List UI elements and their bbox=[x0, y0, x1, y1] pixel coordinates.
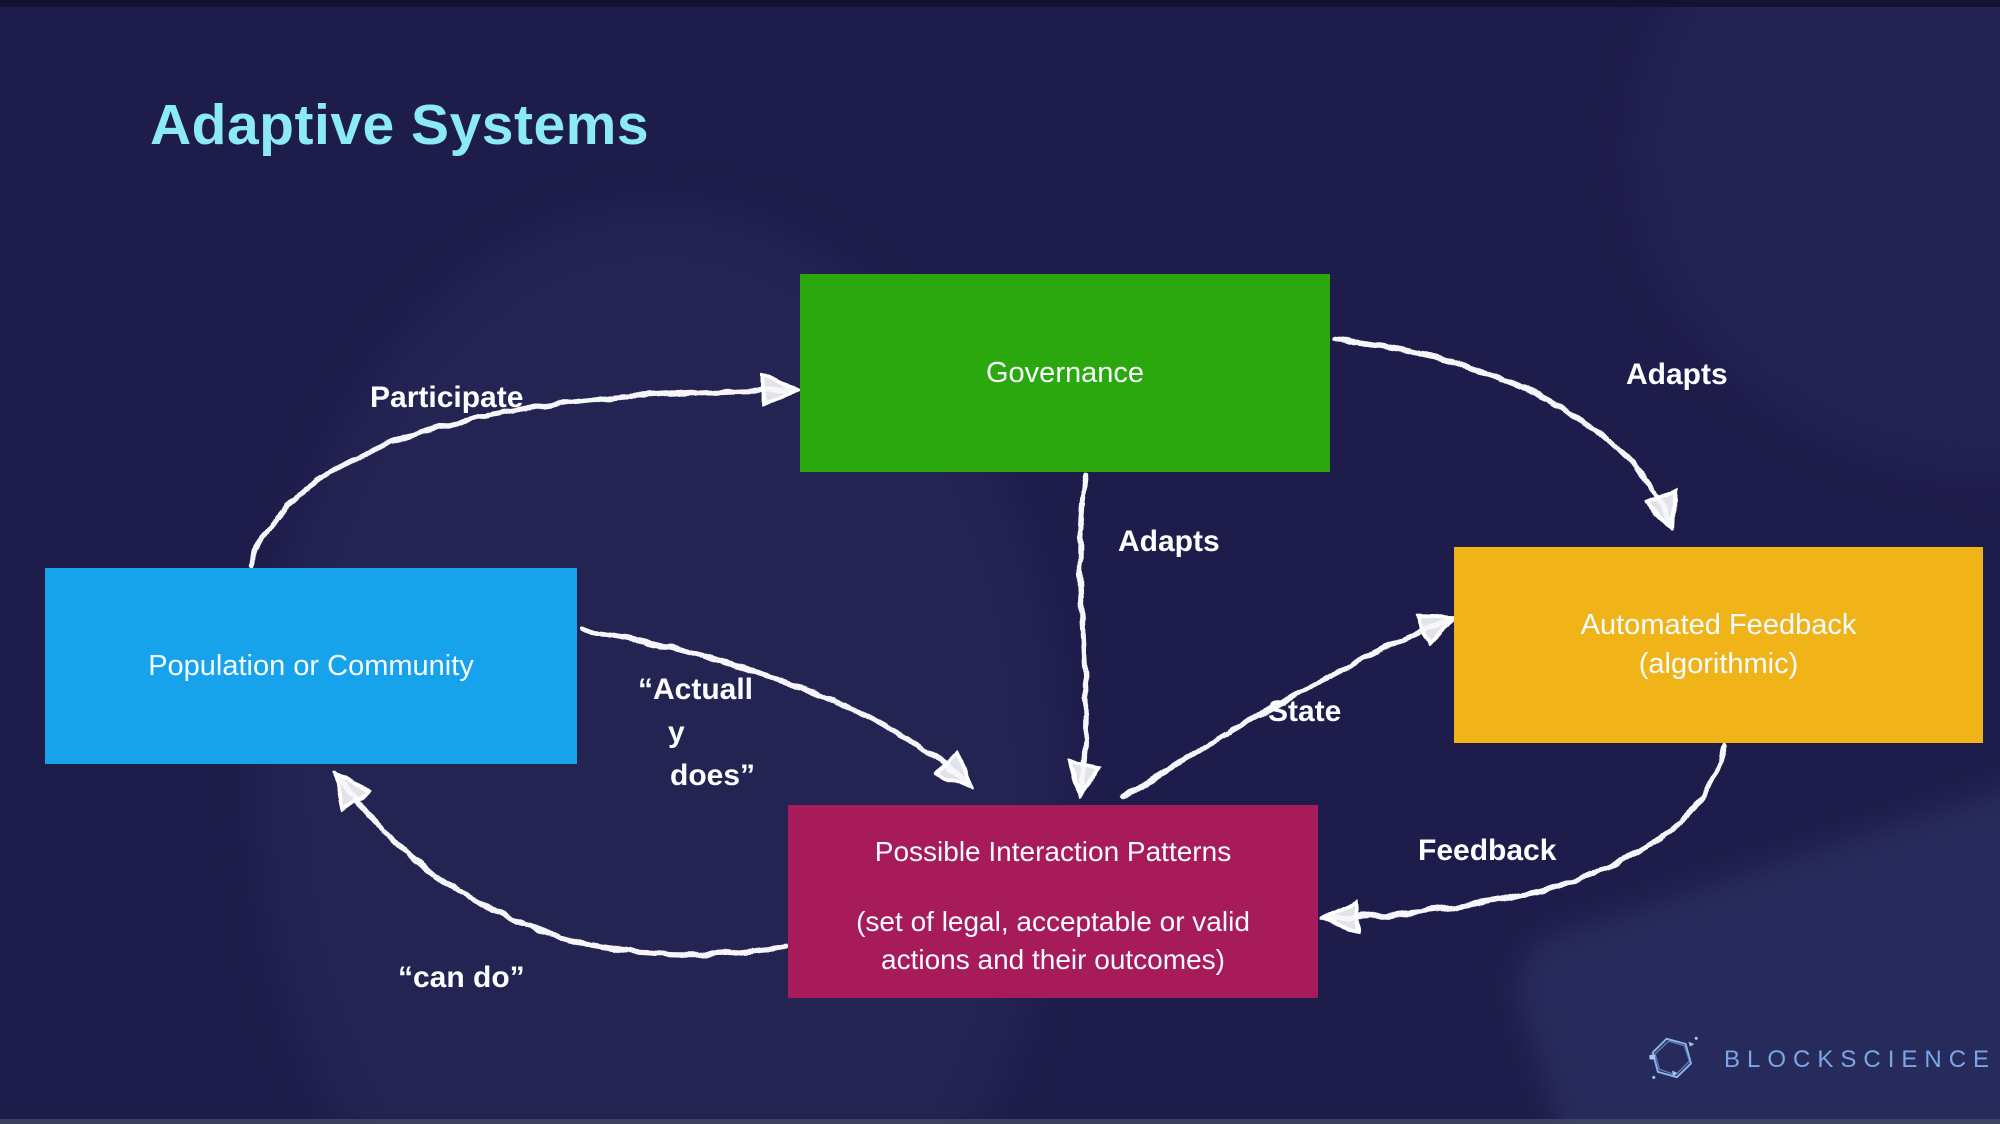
node-interaction-title: Possible Interaction Patterns bbox=[874, 836, 1232, 867]
arrow-participate bbox=[247, 390, 790, 569]
edge-label-state: State bbox=[1268, 695, 1342, 728]
arrow-actually-does bbox=[579, 627, 966, 782]
edge-label-participate: Participate bbox=[370, 381, 524, 414]
arrow-adapts-mid bbox=[1080, 473, 1086, 790]
edge-label-adapts-mid: Adapts bbox=[1118, 525, 1220, 558]
edge-label-actually-does: “Actuall y does” bbox=[638, 668, 755, 797]
arrow-state bbox=[1119, 620, 1448, 801]
node-governance-label: Governance bbox=[986, 356, 1144, 389]
blockscience-logo-text: BLOCKSCIENCE bbox=[1724, 1046, 1997, 1073]
node-governance: Governance bbox=[800, 274, 1330, 472]
node-automated-feedback: Automated Feedback (algorithmic) bbox=[1454, 547, 1983, 743]
blockscience-logo: BLOCKSCIENCE bbox=[1646, 1030, 1996, 1090]
arrow-feedback bbox=[1330, 743, 1727, 918]
node-possible-interaction-patterns: Possible Interaction Patterns (set of le… bbox=[788, 805, 1318, 998]
node-interaction-subtext-line1: (set of legal, acceptable or valid bbox=[856, 906, 1250, 937]
node-population-label: Population or Community bbox=[148, 649, 474, 682]
node-population-or-community: Population or Community bbox=[45, 568, 577, 764]
node-automated-feedback-line1: Automated Feedback bbox=[1580, 609, 1857, 641]
arrow-adapts-top bbox=[1331, 337, 1670, 522]
node-interaction-subtext-line2: actions and their outcomes) bbox=[881, 944, 1225, 975]
node-automated-feedback-line2: (algorithmic) bbox=[1638, 648, 1799, 680]
page-title: Adaptive Systems bbox=[150, 93, 650, 157]
edge-label-feedback: Feedback bbox=[1418, 834, 1557, 867]
bottom-edge-bar bbox=[0, 1119, 2000, 1124]
edge-label-actually-does-line1: “Actuall bbox=[638, 673, 754, 706]
top-edge-bar bbox=[0, 0, 2000, 7]
edge-label-actually-does-line3: does” bbox=[670, 759, 756, 792]
arrow-can-do bbox=[340, 778, 789, 958]
edge-label-adapts-top: Adapts bbox=[1626, 358, 1728, 391]
edge-label-actually-does-line2: y bbox=[668, 716, 685, 749]
blockscience-hexagon-icon bbox=[1649, 1036, 1698, 1079]
edge-label-can-do: “can do” bbox=[398, 961, 525, 994]
